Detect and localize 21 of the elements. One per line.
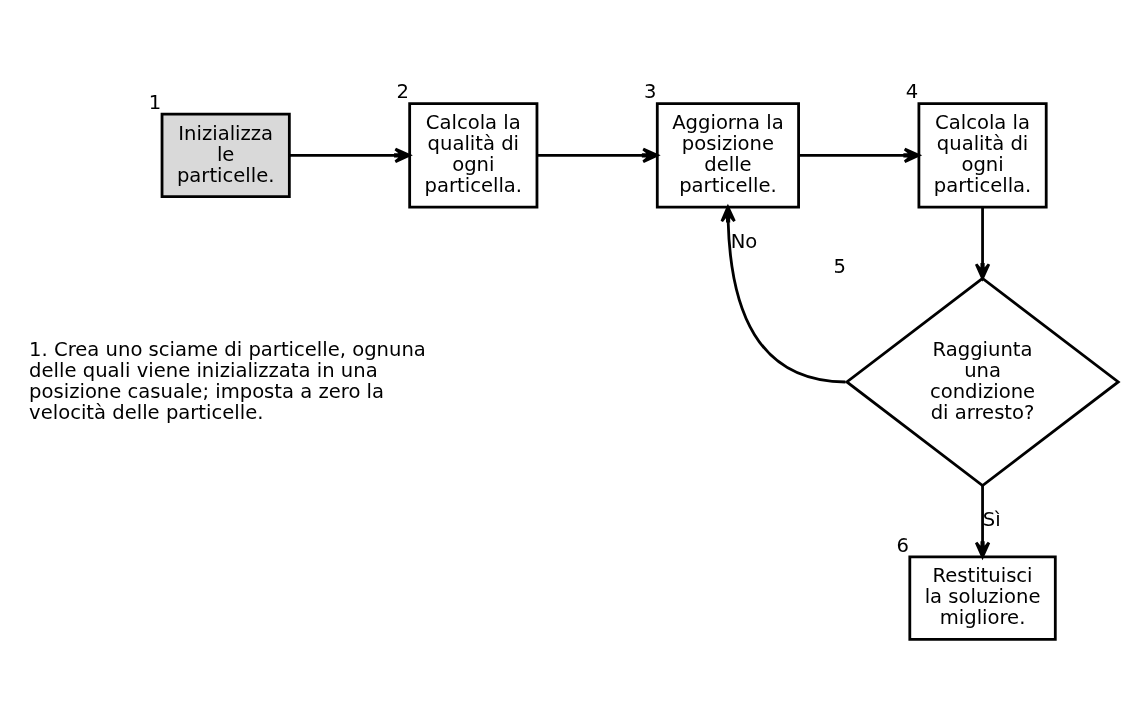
node-label: 4 [905, 79, 919, 103]
node-diamond: Raggiunta una condizione di arresto? [844, 276, 1121, 487]
node-label: 6 [896, 533, 910, 557]
node-box: Aggiorna la posizione delle particelle. [655, 101, 800, 208]
arrow [289, 147, 411, 163]
node-label: 3 [644, 79, 657, 103]
arrow [974, 485, 991, 558]
arrow [537, 147, 659, 163]
arrow [799, 147, 921, 163]
node-box: Inizializza le particelle. [160, 112, 291, 198]
node-box: Calcola la qualità di ogni particella. [408, 101, 539, 208]
label: 1. Crea uno sciame di particelle, ognuna delle quali viene inizializzata in una posizione casuale; imposta a zero la velocità delle particelle. [29, 337, 426, 424]
edge-label: No [730, 229, 758, 253]
node-label: 2 [396, 79, 409, 103]
arrow [720, 205, 846, 383]
arrow [974, 207, 991, 280]
edge-label: Sì [982, 507, 1001, 531]
node-box: Restituisci la soluzione migliore. [908, 554, 1057, 641]
node-box: Calcola la qualità di ogni particella. [917, 101, 1048, 208]
node-label: 5 [833, 254, 847, 278]
node-label: 1 [148, 90, 162, 114]
